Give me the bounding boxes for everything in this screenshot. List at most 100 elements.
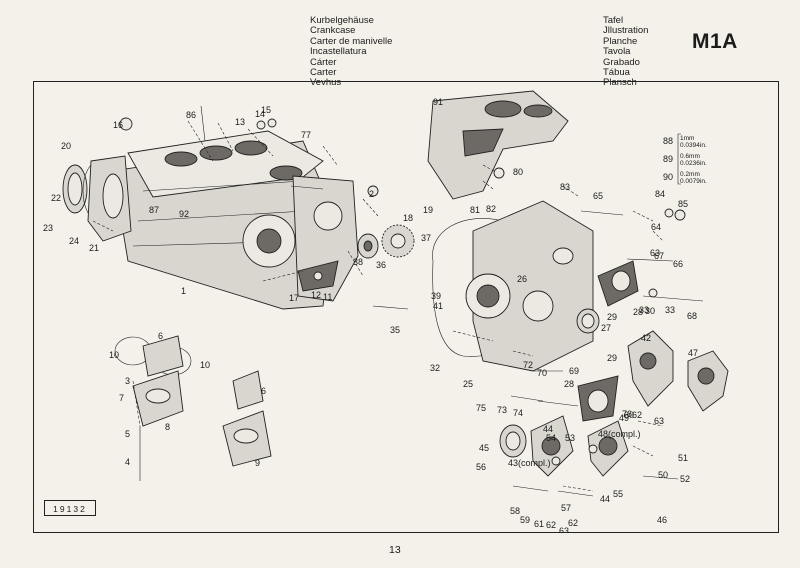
callout-label: 67 — [654, 251, 664, 261]
title-de: Kurbelgehäuse — [310, 15, 374, 26]
washer-illustration — [119, 117, 686, 466]
callout-label: 49 — [619, 413, 629, 423]
callout-label: 55 — [613, 489, 623, 499]
callout-label: 75 — [476, 403, 486, 413]
plate-word-es: Grabado — [603, 56, 640, 68]
callout-label: 63 — [654, 416, 664, 426]
callout-label: 85 — [678, 199, 688, 209]
callout-label: 9 — [255, 458, 260, 468]
callout-label: 91 — [433, 97, 443, 107]
plate-word-sv: Plansch — [603, 77, 637, 89]
shim-90-inch: 0.0079in. — [680, 178, 707, 185]
callout-label: 33 — [665, 305, 675, 315]
shim-90-number: 90 — [663, 172, 673, 182]
callout-label: 29 — [607, 353, 617, 363]
callout-label: 6 — [261, 386, 266, 396]
callout-label: 48(compl.) — [598, 429, 641, 439]
callout-label: 73 — [497, 405, 507, 415]
exploded-view-diagram: 88 1mm 0.0394in. 89 0.6mm 0.0236in. 90 0… — [43, 90, 729, 533]
callout-label: 74 — [513, 408, 523, 418]
callout-label: 57 — [561, 503, 571, 513]
callout-label: 59 — [520, 515, 530, 525]
plate-word-fr: Planche — [603, 35, 638, 47]
callout-label: 62 — [546, 520, 556, 530]
shim-bracket — [677, 133, 681, 185]
callout-labels: 1234566789101011121314151617181920212223… — [43, 97, 698, 533]
title-es: Cárter — [310, 56, 337, 68]
callout-label: 32 — [430, 363, 440, 373]
callout-label: 7 — [119, 393, 124, 403]
callout-label: 52 — [680, 474, 690, 484]
callout-label: 19 — [423, 205, 433, 215]
callout-label: 25 — [463, 379, 473, 389]
plate-word-de: Tafel — [603, 15, 624, 26]
callout-label: 42 — [641, 333, 651, 343]
shim-88-mm: 1mm — [680, 135, 694, 142]
callout-label: 65 — [593, 191, 603, 201]
shim-89-number: 89 — [663, 154, 673, 164]
callout-label: 72 — [523, 360, 533, 370]
callout-label: 30 — [645, 306, 655, 316]
callout-label: 6 — [158, 331, 163, 341]
callout-label: 63 — [650, 248, 660, 258]
callout-label: 22 — [51, 193, 61, 203]
seal-illustration — [576, 260, 639, 422]
callout-label: 56 — [476, 462, 486, 472]
callout-label: 54 — [546, 433, 556, 443]
callout-label: 84 — [655, 189, 665, 199]
callout-label: 92 — [179, 209, 189, 219]
callout-label: 13 — [235, 117, 245, 127]
shim-90-mm: 0.2mm — [680, 171, 700, 178]
callout-label: 81 — [470, 205, 480, 215]
title-it: Incastellatura — [310, 46, 367, 58]
page-number: 13 — [389, 544, 401, 556]
callout-label: 36 — [376, 260, 386, 270]
callout-label: 21 — [89, 243, 99, 253]
title-en: Crankcase — [310, 25, 356, 37]
callout-label: 4 — [125, 457, 130, 467]
callout-label: 44 — [600, 494, 610, 504]
callout-label: 62 — [632, 410, 642, 420]
callout-label: 11 — [323, 292, 332, 302]
callout-label: 8 — [165, 422, 170, 432]
callout-label: 70 — [537, 368, 547, 378]
callout-label: 10 — [109, 350, 119, 360]
callout-label: 28 — [564, 379, 574, 389]
callout-label: 5 — [125, 429, 130, 439]
callout-label: 15 — [261, 105, 271, 115]
gear-illustration — [357, 224, 415, 259]
callout-label: 28 — [633, 307, 643, 317]
callout-label: 44 — [543, 424, 553, 434]
plate-word-it: Tavola — [603, 46, 631, 58]
callout-label: 58 — [510, 506, 520, 516]
title-fr: Carter de manivelle — [310, 35, 393, 47]
diagram-frame — [33, 81, 779, 533]
callout-label: 66 — [673, 259, 683, 269]
fastener-illustration — [200, 105, 704, 497]
crankcase-block-illustration — [112, 130, 359, 310]
callout-label: 69 — [569, 366, 579, 376]
callout-label: 68 — [687, 311, 697, 321]
callout-label: 43(compl.) — [508, 458, 551, 468]
reference-number: 19132 — [44, 500, 96, 516]
shim-88-inch: 0.0394in. — [680, 142, 707, 149]
callout-label: 1 — [181, 286, 186, 296]
callout-label: 37 — [421, 233, 431, 243]
shim-89-mm: 0.6mm — [680, 153, 700, 160]
shim-88-number: 88 — [663, 136, 673, 146]
callout-label: 46 — [657, 515, 667, 525]
leader-lines — [92, 120, 664, 492]
callout-label: 51 — [678, 453, 688, 463]
callout-label: 61 — [534, 519, 544, 529]
plate-code: M1A — [692, 30, 738, 53]
bearing-cap-illustration — [114, 335, 272, 481]
callout-label: 2 — [369, 189, 374, 199]
callout-label: 20 — [61, 141, 71, 151]
callout-label: 35 — [390, 325, 400, 335]
side-cover-illustration — [62, 155, 132, 242]
callout-label: 17 — [289, 293, 299, 303]
callout-label: 63 — [559, 526, 569, 533]
callout-label: 60 — [624, 410, 634, 420]
title-pt: Carter — [310, 67, 337, 79]
callout-label: 14 — [255, 109, 265, 119]
